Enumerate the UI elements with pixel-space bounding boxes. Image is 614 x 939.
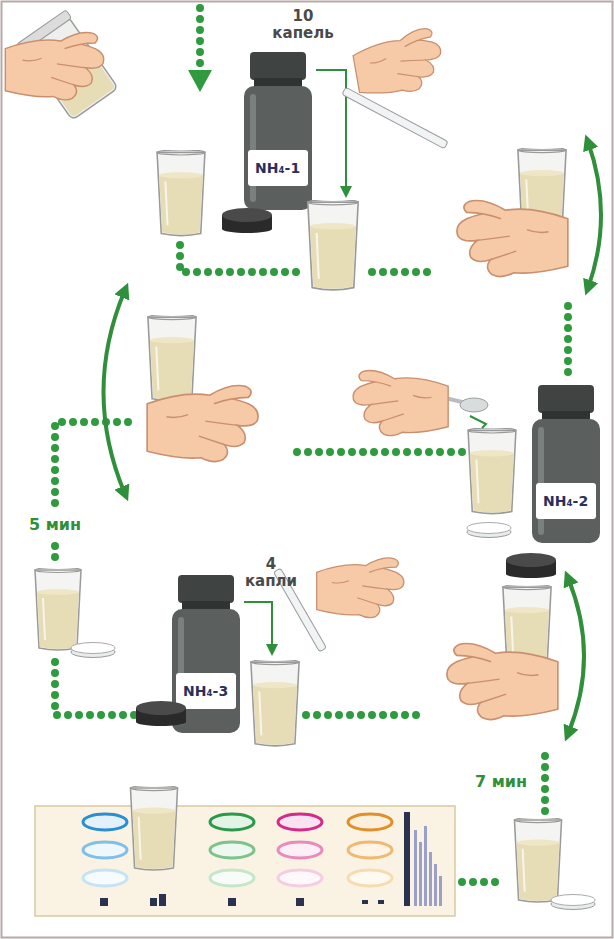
- spoon-step: [353, 370, 600, 578]
- down-arrow: [188, 70, 212, 92]
- process-dots: [55, 8, 568, 882]
- shake-step-1: [457, 147, 568, 276]
- bottle-label: NH₄-3: [179, 679, 232, 703]
- shake-arrows: [104, 142, 602, 734]
- dose-label: 10 капель: [270, 8, 336, 42]
- reagent-name: NH₄-2: [543, 492, 588, 510]
- wait-step-1: [35, 568, 115, 658]
- pouring-step: [5, 10, 205, 236]
- bottle-label: NH₄-2: [539, 489, 592, 513]
- drop-step-1: [222, 26, 448, 289]
- color-chart: [35, 785, 455, 916]
- bottle-label: NH₄-1: [251, 156, 304, 180]
- time-label: 7 мин: [468, 772, 534, 792]
- reagent-name: NH₄-3: [183, 682, 228, 700]
- shake-step-3: [447, 584, 558, 719]
- dose-label: 4 капли: [243, 556, 299, 590]
- wait-step-2: [514, 817, 595, 909]
- reagent-name: NH₄-1: [255, 159, 300, 177]
- time-label: 5 мин: [25, 515, 85, 535]
- shake-step-2: [147, 314, 258, 461]
